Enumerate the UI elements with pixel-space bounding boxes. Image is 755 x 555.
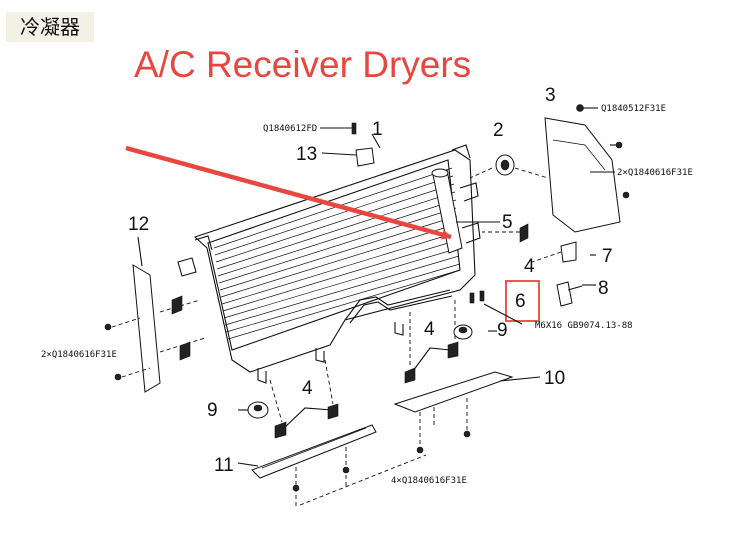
part-10-seal-strip — [393, 371, 514, 454]
label-part-6: 6 — [515, 291, 526, 312]
label-part-5: 5 — [502, 212, 513, 233]
label-part-4-center: 4 — [424, 319, 435, 340]
bolt-q1840612fd — [320, 122, 357, 135]
condenser-assembly — [177, 144, 481, 384]
category-label: 冷凝器 — [6, 12, 94, 42]
label-part-2: 2 — [493, 120, 504, 141]
part-6-bolts — [469, 290, 523, 325]
label-part-11: 11 — [214, 455, 234, 476]
part-13-clip — [321, 147, 375, 167]
code-2x-left: 2×Q1840616F31E — [41, 350, 117, 360]
part-4-clip-left — [269, 359, 339, 439]
part-8-bracket — [556, 281, 583, 307]
label-part-9-left: 9 — [207, 400, 218, 421]
pointer-arrow — [125, 145, 452, 240]
diagram-title: A/C Receiver Dryers — [134, 44, 472, 85]
part-4-clip-right — [482, 223, 529, 243]
code-q1840612fd: Q1840612FD — [263, 124, 317, 134]
part-11-seal-strip — [251, 424, 427, 507]
part-7-bracket — [531, 241, 577, 263]
label-part-9-right: 9 — [497, 320, 508, 341]
part-2-grommet — [469, 154, 549, 179]
label-part-4-left: 4 — [302, 378, 313, 399]
part-9-grommet-center — [453, 324, 473, 340]
part-9-grommet-left — [247, 401, 269, 419]
label-part-1: 1 — [372, 119, 383, 140]
part-12-side-panel — [104, 236, 206, 393]
code-m6x16: M6X16 GB9074.13-88 — [535, 321, 633, 331]
part-4-clip-center — [404, 300, 459, 384]
label-part-3: 3 — [545, 85, 556, 106]
label-part-8: 8 — [598, 278, 609, 299]
leader-lines — [237, 133, 615, 467]
code-2x-right: 2×Q1840616F31E — [617, 168, 693, 178]
label-part-12: 12 — [128, 214, 149, 235]
label-part-7: 7 — [602, 246, 613, 267]
label-part-4-right: 4 — [524, 256, 535, 277]
highlight-box — [505, 280, 540, 322]
code-q1840512f31e: Q1840512F31E — [601, 104, 666, 114]
label-part-13: 13 — [296, 144, 317, 165]
code-4x-bottom: 4×Q1840616F31E — [391, 476, 467, 486]
part-3-side-panel — [544, 104, 630, 233]
label-part-10: 10 — [544, 368, 565, 389]
